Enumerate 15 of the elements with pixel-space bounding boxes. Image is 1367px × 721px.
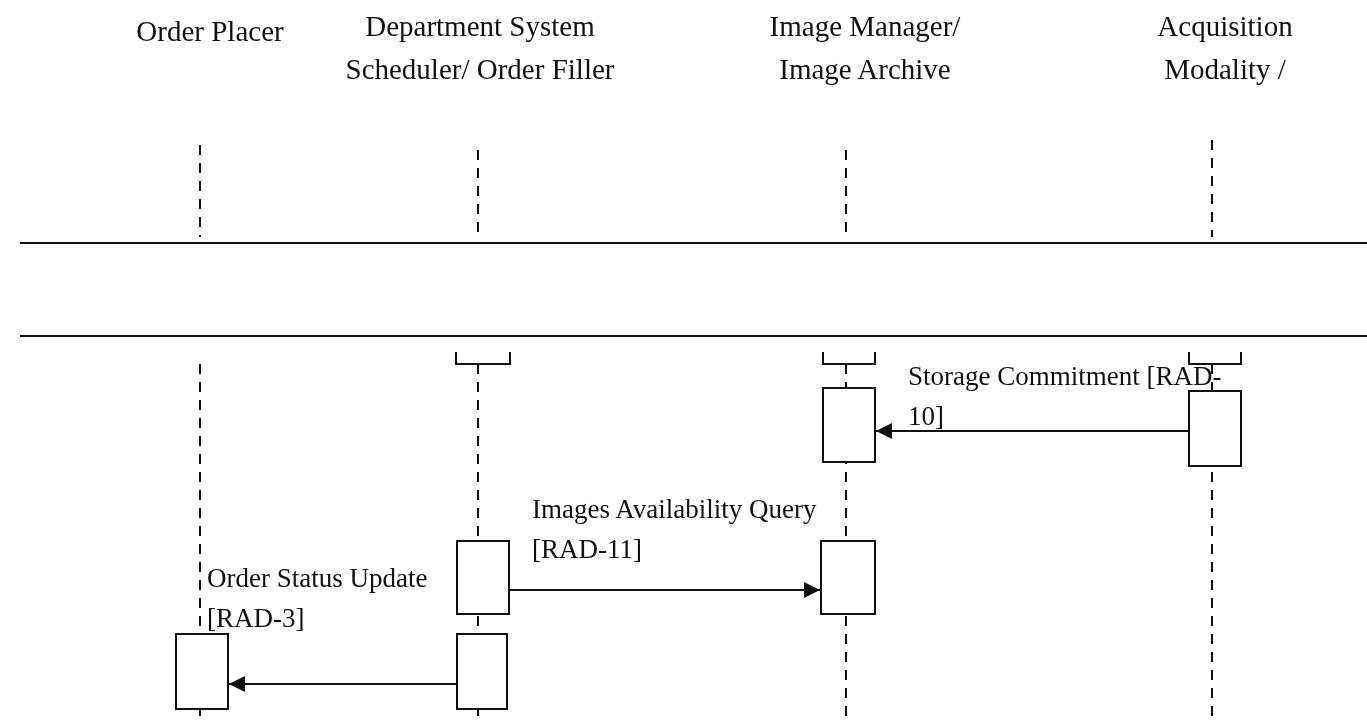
edge-label: Images Availability Query [RAD-11] — [532, 493, 818, 566]
arrow — [875, 423, 1189, 439]
edge-label: Storage Commitment [RAD-10] — [908, 360, 1223, 433]
activation-bar-end — [822, 352, 876, 365]
activation-box — [456, 540, 510, 615]
activation-box — [822, 387, 876, 463]
arrow — [509, 582, 821, 598]
edge-label: Order Status Update [RAD-3] — [207, 562, 429, 635]
arrow — [228, 676, 457, 692]
activation-box — [456, 633, 508, 710]
activation-bar-end — [455, 352, 511, 365]
activation-box — [820, 540, 876, 615]
activation-bar-end — [1188, 352, 1242, 365]
activation-box — [1188, 390, 1242, 467]
activation-box — [175, 633, 229, 710]
